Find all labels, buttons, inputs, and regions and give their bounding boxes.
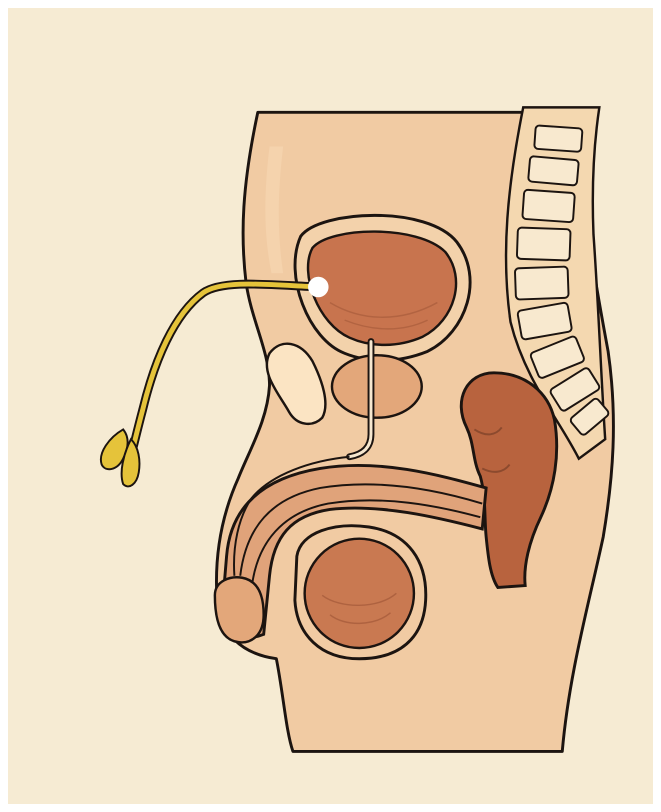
balloon-tip [309, 277, 329, 297]
vertebra [517, 227, 571, 260]
vertebra [515, 267, 569, 300]
diagram-frame [8, 8, 653, 804]
vertebra [522, 190, 575, 223]
glans [215, 577, 264, 642]
prostate [332, 355, 422, 417]
anatomy-diagram [8, 8, 653, 804]
vertebra [534, 125, 582, 152]
vertebra [528, 156, 579, 186]
testis [305, 539, 414, 648]
